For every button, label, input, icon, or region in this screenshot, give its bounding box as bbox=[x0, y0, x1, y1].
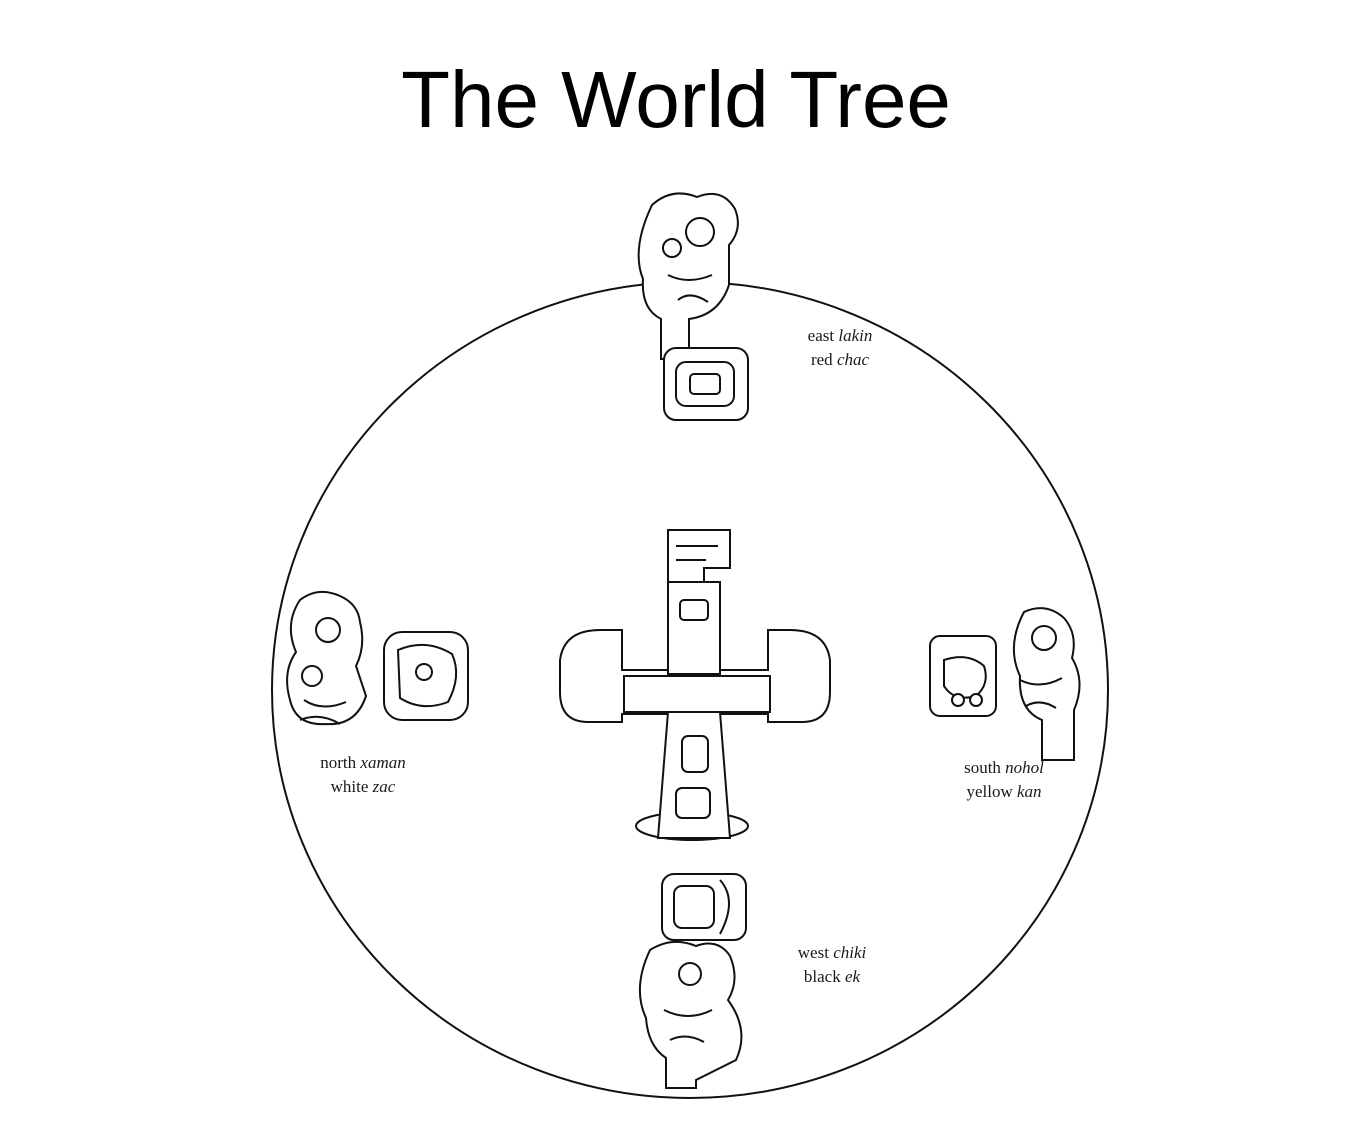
page-title: The World Tree bbox=[401, 55, 951, 144]
north-deity-glyph-icon bbox=[286, 590, 469, 726]
east-label: east lakin red chac bbox=[807, 326, 873, 369]
west-deity-glyph-icon bbox=[638, 873, 747, 1089]
world-tree-cross-icon bbox=[559, 529, 831, 841]
west-label: west chiki black ek bbox=[797, 943, 867, 986]
south-deity-glyph-icon bbox=[929, 607, 1081, 761]
south-label: south nohol yellow kan bbox=[964, 758, 1044, 801]
north-label: north xaman white zac bbox=[320, 753, 406, 796]
east-deity-glyph-icon bbox=[637, 192, 749, 421]
